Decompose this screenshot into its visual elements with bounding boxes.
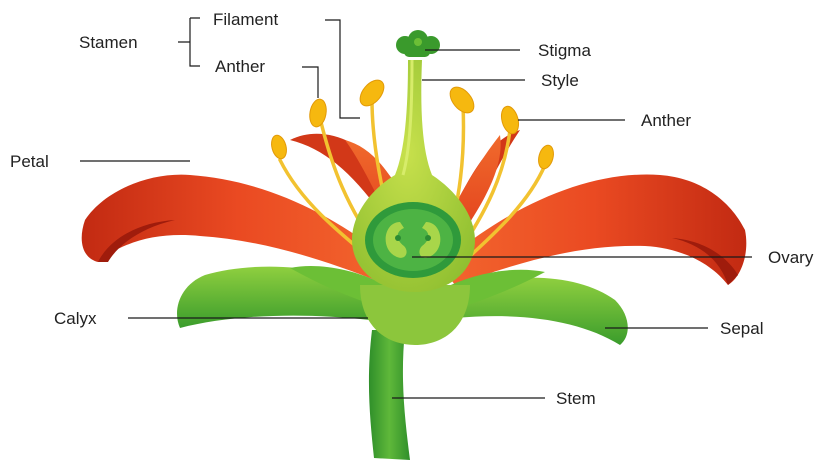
label-sepal: Sepal [720,320,763,337]
label-style: Style [541,72,579,89]
label-stigma: Stigma [538,42,591,59]
petal-left [82,175,395,282]
label-stem: Stem [556,390,596,407]
label-calyx: Calyx [54,310,97,327]
label-anther-left: Anther [215,58,265,75]
label-ovary: Ovary [768,249,813,266]
label-petal: Petal [10,153,49,170]
stem-shape [369,330,410,460]
label-filament: Filament [213,11,278,28]
label-anther-right: Anther [641,112,691,129]
label-stamen: Stamen [79,34,138,51]
